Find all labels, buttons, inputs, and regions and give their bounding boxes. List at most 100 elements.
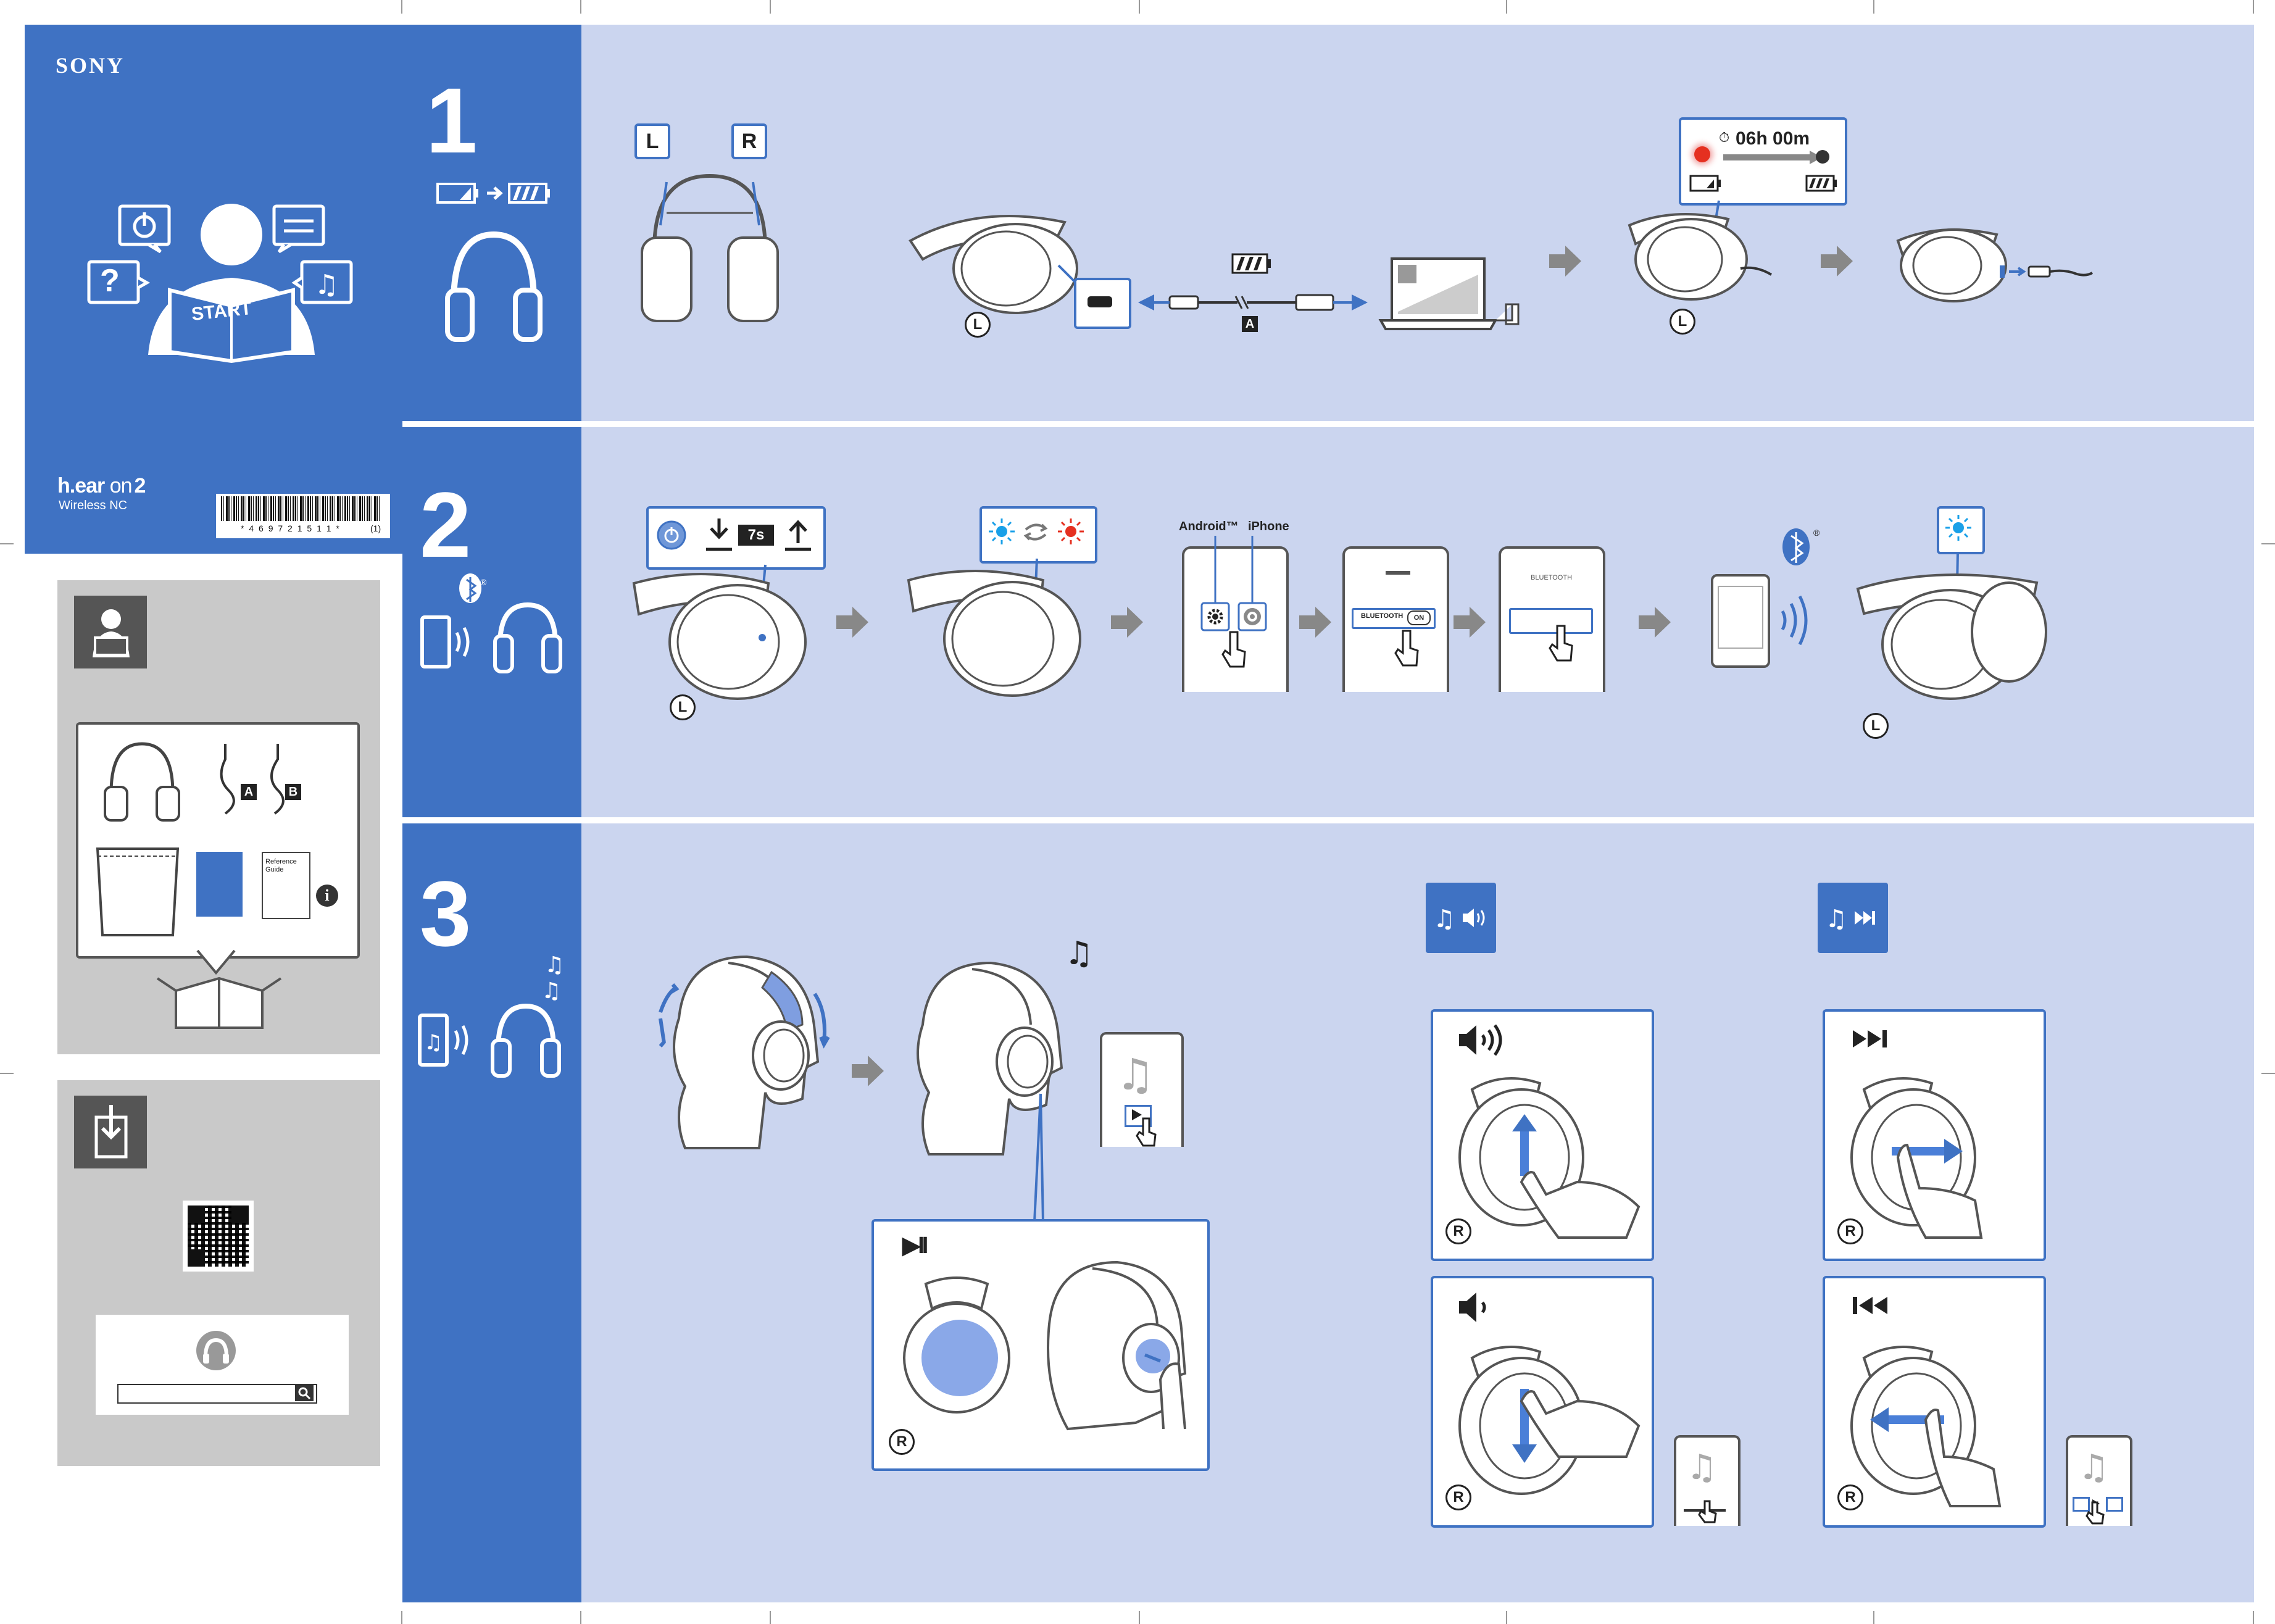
left-marker-circle-2: L bbox=[1670, 309, 1695, 335]
power-bubble-icon bbox=[117, 204, 173, 253]
music-app-icon: ♫ bbox=[1116, 1049, 1155, 1100]
hold-time: 7s bbox=[738, 525, 774, 546]
right-marker: R bbox=[731, 123, 767, 159]
svg-text:♫: ♫ bbox=[541, 978, 561, 1004]
previous-track-icon bbox=[1852, 1294, 1901, 1317]
crop-mark bbox=[401, 0, 402, 14]
settings-gear-icon[interactable] bbox=[1201, 602, 1229, 631]
arrow-icon-4 bbox=[1111, 607, 1143, 638]
sony-logo: SONY bbox=[56, 52, 125, 78]
right-marker-circle-5: R bbox=[1837, 1485, 1863, 1510]
product-name-bold: h.ear bbox=[57, 474, 104, 498]
tap-hand-icon-6 bbox=[2085, 1501, 2106, 1525]
finger-release-icon bbox=[783, 518, 813, 552]
crop-mark bbox=[770, 1611, 771, 1624]
music-skip-icon: ♫ bbox=[1823, 902, 1884, 933]
arrow-icon-6 bbox=[1454, 607, 1486, 638]
barcode-suffix: (1) bbox=[370, 523, 381, 533]
charge-time: 06h 00m bbox=[1736, 128, 1810, 149]
red-led bbox=[1694, 146, 1710, 162]
left-marker-circle: L bbox=[965, 312, 991, 338]
iphone-label: iPhone bbox=[1248, 520, 1289, 534]
crop-mark bbox=[1506, 0, 1507, 14]
store-search-input[interactable] bbox=[117, 1384, 317, 1404]
full-battery-small-icon bbox=[1805, 175, 1839, 192]
crop-mark bbox=[2261, 543, 2275, 544]
head-wearing-illustration bbox=[898, 951, 1077, 1154]
right-marker-circle: R bbox=[889, 1429, 915, 1455]
music-app-icon-2: ♫ bbox=[1686, 1447, 1717, 1488]
blue-led-icon bbox=[986, 516, 1017, 547]
crop-mark bbox=[401, 1611, 402, 1624]
head-adjust-illustration bbox=[648, 944, 833, 1148]
headphone-left-illustration bbox=[633, 559, 818, 713]
left-marker-circle-3: L bbox=[670, 694, 696, 720]
battery-charge-icon bbox=[435, 179, 552, 210]
crop-mark bbox=[1873, 1611, 1874, 1624]
toggle-on-label[interactable]: ON bbox=[1407, 610, 1431, 625]
usb-port bbox=[1088, 296, 1112, 307]
crop-mark bbox=[2253, 1611, 2254, 1624]
phone-bluetooth-headphones-icon bbox=[420, 571, 568, 676]
laptop-illustration bbox=[1379, 256, 1521, 336]
swipe-back-illustration bbox=[1845, 1333, 2037, 1506]
arrow-icon bbox=[1549, 246, 1581, 277]
swipe-forward-illustration bbox=[1845, 1065, 2037, 1238]
person-reading-icon bbox=[80, 602, 142, 664]
alternate-icon bbox=[1022, 520, 1049, 544]
crop-mark bbox=[770, 0, 771, 14]
earcup-tap-illustration bbox=[901, 1272, 1012, 1414]
left-marker-circle-4: L bbox=[1863, 713, 1889, 739]
crop-mark bbox=[1506, 1611, 1507, 1624]
charged-led bbox=[1816, 150, 1829, 164]
crop-mark bbox=[580, 0, 581, 14]
bluetooth-toggle-label: BLUETOOTH bbox=[1361, 612, 1403, 620]
next-track-icon bbox=[1852, 1028, 1901, 1050]
crop-mark bbox=[580, 1611, 581, 1624]
headphone-pairing-illustration bbox=[907, 556, 1092, 710]
android-label: Android™ bbox=[1179, 520, 1239, 534]
download-icon bbox=[93, 1105, 130, 1160]
crop-mark bbox=[2261, 1073, 2275, 1074]
headphone-side-illustration bbox=[904, 204, 1089, 315]
red-led-icon bbox=[1055, 516, 1086, 547]
product-name-light: on bbox=[104, 474, 131, 498]
reference-guide-label: Reference Guide bbox=[265, 858, 302, 874]
callout-line-play bbox=[1032, 1094, 1044, 1223]
ios-settings-icon[interactable] bbox=[1238, 602, 1266, 631]
headphones-item-icon bbox=[99, 738, 185, 824]
connected-headphone-illustration bbox=[1852, 552, 2055, 706]
connected-phone-illustration bbox=[1710, 525, 1833, 670]
screen-title-bar bbox=[1386, 571, 1410, 575]
swipe-up-illustration bbox=[1454, 1065, 1645, 1238]
next-button[interactable] bbox=[2106, 1497, 2123, 1512]
tap-hand-icon-3 bbox=[1546, 623, 1577, 667]
bluetooth-screen-header: BLUETOOTH bbox=[1531, 574, 1572, 581]
qr-pattern bbox=[188, 1206, 249, 1267]
step3-number: 3 bbox=[420, 867, 471, 960]
svg-text:♫: ♫ bbox=[424, 1030, 443, 1055]
open-box-icon bbox=[151, 966, 287, 1034]
timer-icon: ⏱ bbox=[1719, 130, 1729, 146]
music-notes-icon: ♫ bbox=[1065, 935, 1094, 972]
cable-a-tag: A bbox=[241, 784, 257, 800]
head-tap-illustration bbox=[1031, 1250, 1191, 1429]
play-pause-label: ▶II bbox=[902, 1231, 926, 1259]
arrow-icon-5 bbox=[1299, 607, 1331, 638]
swipe-down-illustration bbox=[1454, 1333, 1645, 1506]
crop-mark bbox=[0, 1073, 14, 1074]
music-volume-icon: ♫ bbox=[1431, 902, 1492, 933]
headphones-icon bbox=[441, 222, 546, 346]
arrow-icon-2 bbox=[1821, 246, 1853, 277]
headphones-front-illustration bbox=[630, 157, 790, 330]
svg-text:♫: ♫ bbox=[314, 269, 338, 301]
svg-text:♫: ♫ bbox=[1433, 905, 1455, 933]
svg-text:♫: ♫ bbox=[544, 952, 564, 978]
right-marker-circle-3: R bbox=[1445, 1485, 1471, 1510]
question-mark: ? bbox=[100, 262, 120, 299]
qr-code bbox=[183, 1201, 254, 1272]
cable-a-tag-step1: A bbox=[1242, 316, 1258, 332]
search-icon[interactable] bbox=[295, 1385, 314, 1401]
volume-down-icon bbox=[1457, 1289, 1494, 1326]
tap-hand-icon-2 bbox=[1392, 628, 1423, 672]
